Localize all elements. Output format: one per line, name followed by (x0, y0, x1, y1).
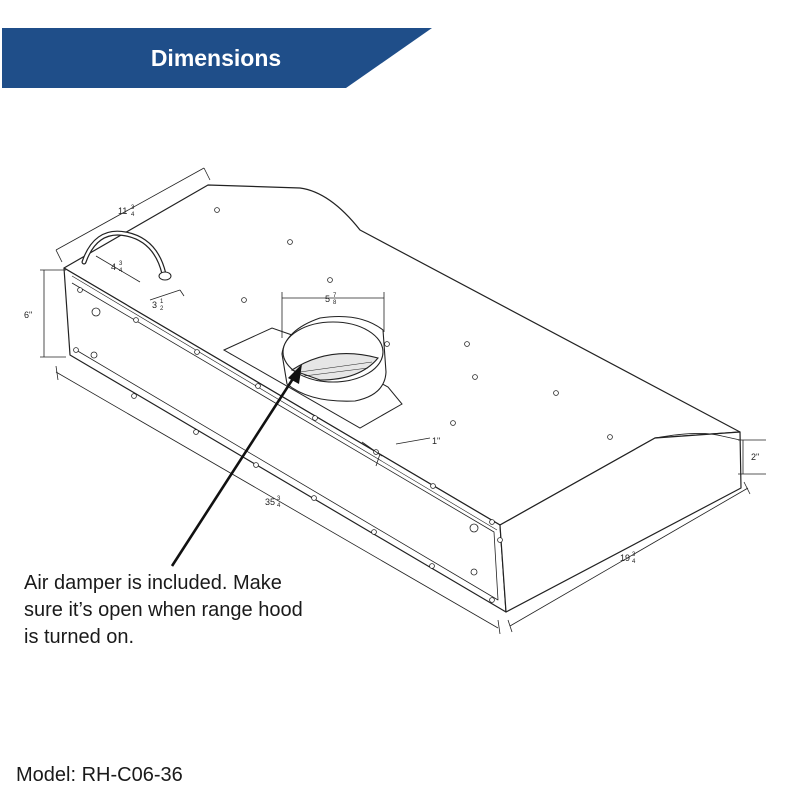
dim-width-num: 3 (277, 496, 281, 502)
note-line-3: is turned on. (24, 626, 135, 648)
dim-cord-b-den: 2 (160, 306, 164, 312)
leader-arrowhead (288, 364, 302, 384)
header-banner (2, 28, 432, 88)
top-bevel (71, 275, 498, 531)
dim-duct-whole: 5 (325, 294, 330, 304)
dim-top-depth-num: 3 (131, 205, 135, 211)
back-slope-edge (654, 433, 741, 441)
dim-collar-offset: 1" (432, 436, 440, 446)
duct-collar (281, 315, 387, 402)
front-panel-border (71, 282, 499, 601)
dim-cord-a-den: 4 (119, 268, 123, 274)
dim-height-front: 6" (24, 310, 32, 320)
cord-grommet (158, 271, 172, 281)
dim-cord-b-num: 1 (160, 299, 164, 305)
dim-depth-num: 3 (632, 552, 636, 558)
dim-width-whole: 35 (265, 497, 275, 507)
dimension-labels: 11 3 4 6" 4 3 4 3 1 2 5 7 8 1" 35 3 4 19… (24, 205, 759, 565)
banner-shape (2, 28, 432, 88)
dim-top-depth-whole: 11 (118, 206, 127, 216)
front-screws (73, 287, 503, 603)
dim-top-depth-den: 4 (131, 212, 135, 218)
dim-width-den: 4 (277, 503, 281, 509)
note-line-1: Air damper is included. Make (24, 572, 282, 594)
dim-duct-num: 7 (333, 293, 337, 299)
hood-side-panel (499, 431, 742, 613)
page-title: Dimensions (150, 45, 282, 71)
dim-cord-b-whole: 3 (152, 300, 157, 310)
dim-depth-whole: 19 (620, 553, 630, 563)
dim-cord-a-num: 3 (119, 261, 123, 267)
dim-cord-a-whole: 4 (111, 262, 116, 272)
dim-depth-den: 4 (632, 559, 636, 565)
damper-leader-line (170, 373, 298, 567)
model-label: Model: RH-C06-36 (16, 764, 183, 786)
dimension-lines (40, 167, 766, 635)
note-line-2: sure it’s open when range hood (24, 599, 303, 621)
dim-duct-den: 8 (333, 300, 337, 306)
air-damper (290, 353, 379, 381)
dim-height-back: 2" (751, 452, 759, 462)
